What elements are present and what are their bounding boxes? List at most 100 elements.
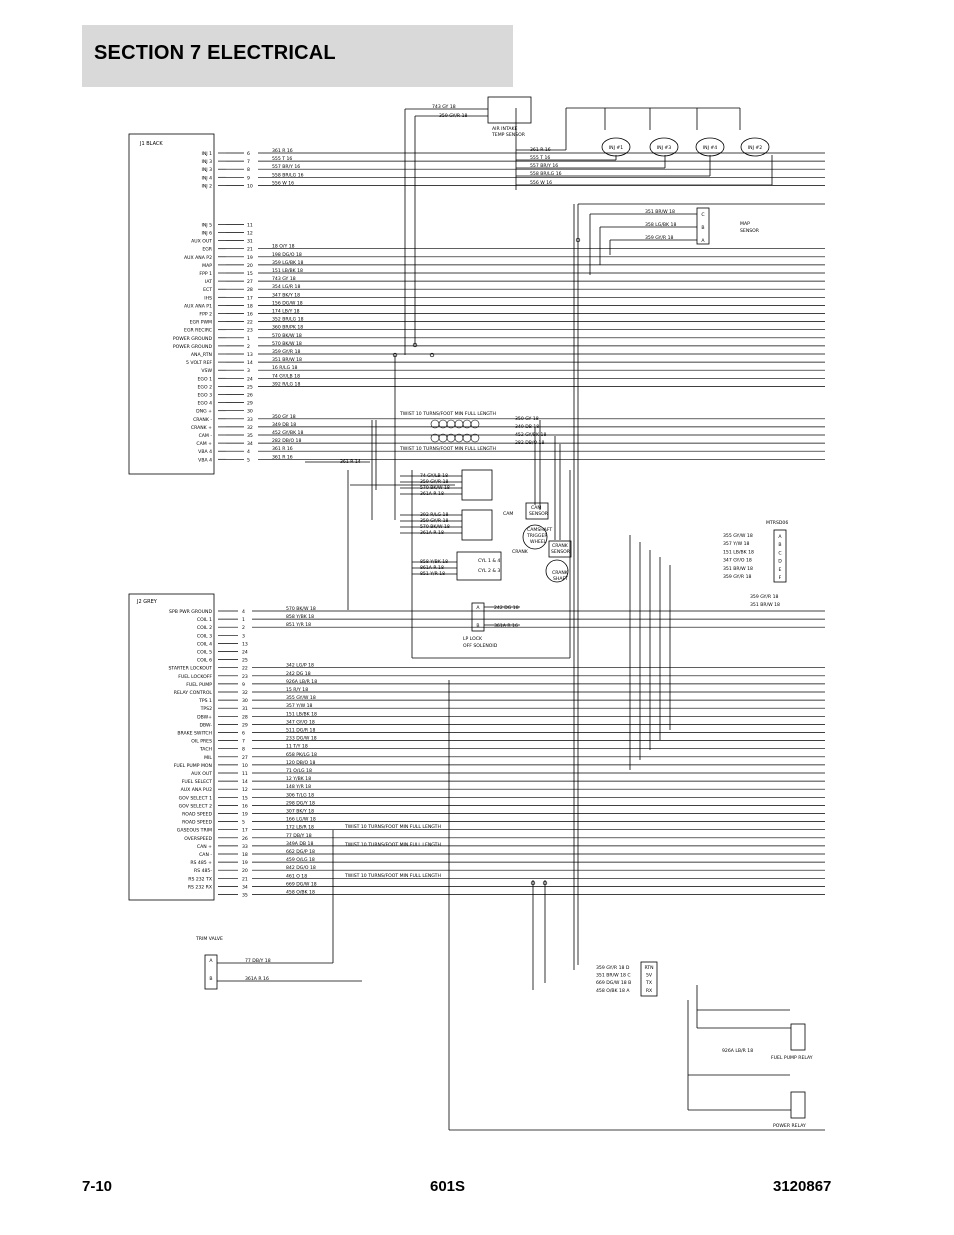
j1-pin-number: 27 [247, 279, 253, 285]
map-sensor-label: MAP [740, 221, 750, 227]
j2-pin-label: STARTER LOCKOUT [169, 666, 213, 672]
lp-wire-label: 242 DG 18 [494, 605, 519, 611]
j2-pin-label: MIL [204, 755, 212, 761]
j1-pin-label: FPP 2 [199, 312, 212, 318]
map-sensor-label: SENSOR [740, 228, 760, 234]
j2-pin-number: 19 [242, 860, 248, 866]
j1-wire-label: 359 LG/BK 18 [272, 260, 303, 266]
j2-pin-number: 32 [242, 690, 248, 696]
trim-valve-label: TRIM VALVE [195, 936, 223, 942]
j1-pin-label: ANA_RTN [191, 352, 212, 358]
coil-wire-label: 858 Y/BK 18 [420, 559, 448, 565]
j2-pin-number: 3 [242, 633, 245, 639]
j1-pin-number: 4 [247, 449, 250, 455]
ego2-wire-label: 359 GY/R 18 [420, 518, 448, 524]
ego1-wire-label: 570 BK/W 18 [420, 485, 450, 491]
j2-pin-number: 23 [242, 674, 248, 680]
mtrsd06-pin: A [778, 534, 782, 540]
j1-wire-label: 198 DG/O 18 [272, 252, 302, 258]
j1-pin-number: 23 [247, 328, 253, 334]
j2-pin-label: RS 485- [194, 868, 212, 874]
j2-wire-label: 347 GY/O 18 [286, 719, 315, 725]
j1-pin-number: 3 [247, 368, 250, 374]
j1-wire-label: 350 GY 18 [272, 414, 296, 420]
j2-pin-label: CAN - [199, 852, 212, 858]
j2-pin-number: 31 [242, 706, 248, 712]
j1-pin-number: 31 [247, 239, 253, 245]
rtn-label: RX [646, 988, 652, 994]
injector-wire-label: 361 R 16 [530, 147, 551, 153]
map-pin: A [701, 238, 705, 244]
j1-wire-label: 361 R 16 [272, 454, 293, 460]
j1-pin-label: DNG + [196, 409, 212, 415]
j2-pin-label: RS 232 TX [188, 876, 212, 882]
j1-pin-number: 11 [247, 222, 253, 228]
junction-dot [542, 880, 548, 886]
j1-connector-box [128, 133, 215, 475]
crank-sensor-label: SENSOR [551, 549, 571, 555]
j2-pin-number: 14 [242, 779, 248, 785]
cam-sensor-label: SENSOR [529, 511, 549, 517]
injector-2 [740, 137, 770, 157]
mtrsd06-pin: E [779, 567, 782, 573]
injector-1 [601, 137, 631, 157]
j2-pin-number: 15 [242, 795, 248, 801]
j1-pin-number: 35 [247, 433, 253, 439]
j2-pin-label: OVERSPEED [184, 836, 212, 842]
mtrsd06-pin: F [779, 575, 782, 581]
j1-wire-label: 354 LG/R 18 [272, 284, 300, 290]
mtrsd06-pin: B [778, 542, 781, 548]
coil-pack [456, 551, 502, 581]
j2-wire-label: 15 R/Y 18 [286, 687, 308, 693]
j1-pin-label: EGO 1 [198, 376, 213, 382]
j2-pin-number: 21 [242, 876, 248, 882]
twist-loop [470, 433, 480, 443]
crank-sensor-label: CRANK [552, 543, 569, 549]
injector-label: INJ #2 [748, 145, 762, 151]
rtn-block [640, 961, 658, 997]
j1-pin-label: INJ 5 [201, 222, 212, 228]
junction-dot [429, 352, 435, 358]
j1-pin-label: ECT [203, 287, 212, 293]
j1-pin-number: 8 [247, 167, 250, 173]
section-header: SECTION 7 ELECTRICAL [82, 25, 513, 87]
iat-sensor-label: AIR INTAKE [492, 126, 518, 132]
j1-pin-label: VSW [201, 368, 212, 374]
j1-pin-label: CAM - [199, 433, 213, 439]
fuel-pump-relay [790, 1023, 806, 1051]
j2-pin-label: AUX OUT [191, 771, 212, 777]
j2-pin-label: GASEOUS TRIM [177, 828, 212, 834]
iat-wire-label: 359 GY/R 18 [439, 113, 467, 119]
j1-pin-label: INJ 3 [201, 167, 212, 173]
mtrsd06-pin: D [778, 559, 782, 565]
j2-wire-label: 349A DB 18 [286, 841, 313, 847]
cam-sensor-label: CAM [531, 505, 541, 511]
j1-pin-number: 6 [247, 151, 250, 157]
section-title: SECTION 7 ELECTRICAL [94, 42, 336, 64]
j1-pin-number: 26 [247, 393, 253, 399]
j2-pin-number: 11 [242, 771, 248, 777]
j2-pin-number: 22 [242, 666, 248, 672]
j1-pin-label: POWER GROUND [173, 336, 213, 342]
j2-wire-label: 658 PK/LG 18 [286, 752, 317, 758]
mtrsd06-wire-label: 351 BR/W 18 [723, 566, 753, 572]
junction-dot [392, 352, 398, 358]
relay-wire-label: 926A LB/R 18 [722, 1048, 753, 1054]
j2-pin-number: 9 [242, 682, 245, 688]
ego2-wire-label: 570 BK/W 18 [420, 524, 450, 530]
ego-sensor-1 [461, 469, 493, 501]
j1-wire-label: 174 LB/Y 18 [272, 309, 300, 315]
rtn-wire-label: 458 O/BK 18 A [596, 988, 630, 994]
rtn-wire-label: 351 BR/W 18 C [596, 973, 631, 979]
injector-wire-label: 558 BR/LG 16 [530, 171, 562, 177]
j2-pin-label: TACH [199, 747, 212, 753]
j1-wire-label: 151 LB/BK 18 [272, 268, 303, 274]
j1-wire-label: 558 BR/LG 16 [272, 172, 304, 178]
map-wire-label: 358 LG/BK 18 [645, 222, 676, 228]
j1-wire-label: 156 DG/W 18 [272, 300, 303, 306]
cam-label: CAM [503, 511, 513, 517]
j2-pin-label: FUEL PUMP [186, 682, 212, 688]
map-wire-label: 359 GY/R 18 [645, 235, 673, 241]
j2-pin-number: 33 [242, 844, 248, 850]
